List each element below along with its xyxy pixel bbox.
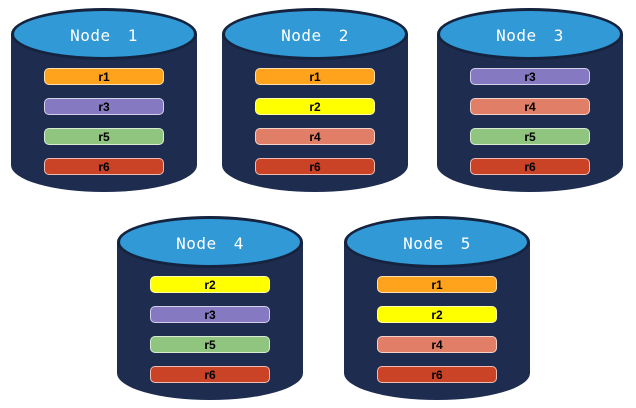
- replica-label: r6: [98, 159, 110, 174]
- database-node-cylinder-3: Node 3 r3 r4 r5 r6: [437, 8, 623, 192]
- replica-bar-r6: r6: [470, 158, 590, 175]
- replica-label: r1: [98, 69, 110, 84]
- replica-label: r1: [431, 277, 443, 292]
- node-title: Node 2: [281, 25, 349, 45]
- replica-bar-r1: r1: [377, 276, 497, 293]
- replica-bar-r2: r2: [150, 276, 270, 293]
- node-title: Node 1: [70, 25, 138, 45]
- replica-label: r5: [524, 129, 536, 144]
- replica-label: r6: [431, 367, 443, 382]
- replica-label: r5: [98, 129, 110, 144]
- replica-label: r4: [524, 99, 536, 114]
- cylinder-top-ellipse: Node 4: [117, 216, 303, 268]
- replica-bar-r6: r6: [377, 366, 497, 383]
- cylinder-top-ellipse: Node 5: [344, 216, 530, 268]
- replica-label: r6: [309, 159, 321, 174]
- replica-bar-list: r1 r3 r5 r6: [44, 68, 164, 175]
- replica-label: r3: [204, 307, 216, 322]
- replica-bar-r2: r2: [255, 98, 375, 115]
- replica-bar-list: r2 r3 r5 r6: [150, 276, 270, 383]
- replica-bar-r6: r6: [44, 158, 164, 175]
- database-node-cylinder-2: Node 2 r1 r2 r4 r6: [222, 8, 408, 192]
- node-title: Node 3: [496, 25, 564, 45]
- replica-label: r3: [98, 99, 110, 114]
- database-node-cylinder-5: Node 5 r1 r2 r4 r6: [344, 216, 530, 400]
- replica-label: r6: [524, 159, 536, 174]
- cylinder-top-ellipse: Node 1: [11, 8, 197, 60]
- replica-label: r5: [204, 337, 216, 352]
- replica-bar-list: r1 r2 r4 r6: [377, 276, 497, 383]
- replica-label: r4: [309, 129, 321, 144]
- replica-bar-r6: r6: [150, 366, 270, 383]
- replica-bar-r4: r4: [255, 128, 375, 145]
- replica-label: r3: [524, 69, 536, 84]
- replica-bar-r5: r5: [44, 128, 164, 145]
- replica-bar-r1: r1: [255, 68, 375, 85]
- replica-bar-r3: r3: [150, 306, 270, 323]
- replica-bar-r6: r6: [255, 158, 375, 175]
- replica-label: r1: [309, 69, 321, 84]
- replica-bar-r1: r1: [44, 68, 164, 85]
- replica-label: r2: [431, 307, 443, 322]
- replica-bar-r5: r5: [150, 336, 270, 353]
- replica-bar-r4: r4: [470, 98, 590, 115]
- replica-bar-r4: r4: [377, 336, 497, 353]
- replica-bar-list: r1 r2 r4 r6: [255, 68, 375, 175]
- replica-bar-r3: r3: [470, 68, 590, 85]
- cylinder-top-ellipse: Node 3: [437, 8, 623, 60]
- cylinder-top-ellipse: Node 2: [222, 8, 408, 60]
- replica-bar-r3: r3: [44, 98, 164, 115]
- replica-bar-r2: r2: [377, 306, 497, 323]
- replica-label: r4: [431, 337, 443, 352]
- database-node-cylinder-4: Node 4 r2 r3 r5 r6: [117, 216, 303, 400]
- replica-bar-r5: r5: [470, 128, 590, 145]
- replica-label: r2: [204, 277, 216, 292]
- node-title: Node 5: [403, 233, 471, 253]
- node-title: Node 4: [176, 233, 244, 253]
- database-node-cylinder-1: Node 1 r1 r3 r5 r6: [11, 8, 197, 192]
- replica-label: r6: [204, 367, 216, 382]
- replica-bar-list: r3 r4 r5 r6: [470, 68, 590, 175]
- replica-label: r2: [309, 99, 321, 114]
